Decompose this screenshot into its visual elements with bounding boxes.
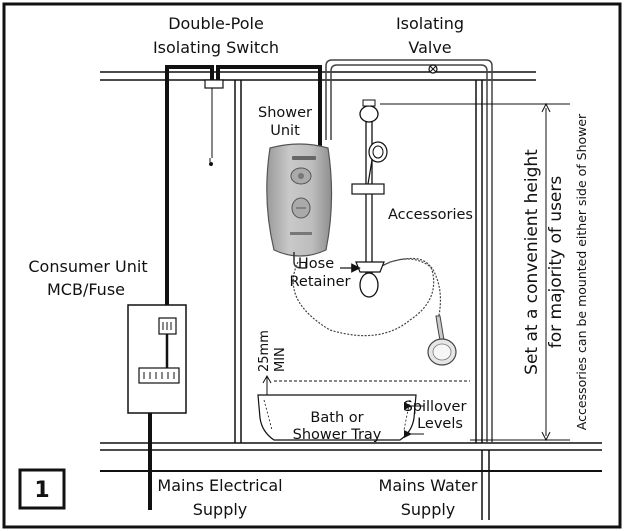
soap-dish [355, 261, 385, 273]
water-pipe [325, 59, 493, 520]
shower-hose [292, 257, 435, 337]
isolating-valve-icon [428, 64, 438, 74]
shower-label-line2: Unit [270, 123, 300, 139]
shower-hose-loop [377, 258, 442, 321]
height-dimension [380, 102, 570, 442]
valve-label-line2: Valve [408, 38, 451, 57]
electrical-label-line2: Supply [193, 500, 248, 519]
shower-unit [266, 143, 333, 269]
riser-rail [359, 99, 379, 298]
consumer-label-line2: MCB/Fuse [47, 280, 125, 299]
spillover-label-line2: Levels [417, 416, 463, 432]
switch-label-line2: Isolating Switch [153, 38, 279, 57]
gap-min-label: MIN [273, 347, 288, 372]
hose-label-line2: Retainer [289, 274, 350, 290]
wall-right [475, 80, 483, 443]
spillover-label-line1: Spillover [404, 399, 467, 415]
valve-label-line1: Isolating [396, 14, 464, 33]
height-label-line2: for majority of users [546, 176, 566, 349]
water-label-line1: Mains Water [379, 476, 478, 495]
shower-handset [427, 315, 457, 366]
rail-slider [351, 141, 388, 195]
isolating-switch-icon [204, 79, 224, 166]
bath-tray [257, 394, 424, 441]
accessories-label: Accessories [388, 207, 473, 223]
height-label-line1: Set at a convenient height [522, 149, 542, 375]
figure-number: 1 [34, 478, 49, 503]
min-gap-indicator [262, 374, 470, 395]
bath-label-line2: Shower Tray [293, 427, 382, 443]
consumer-unit [127, 304, 187, 414]
consumer-label-line1: Consumer Unit [28, 257, 147, 276]
shower-label-line1: Shower [258, 105, 312, 121]
bath-label-line1: Bath or [310, 410, 363, 426]
gap-value-label: 25mm [257, 330, 272, 372]
water-label-line2: Supply [401, 500, 456, 519]
switch-label-line1: Double-Pole [168, 14, 264, 33]
figure-number-box: 1 [18, 468, 66, 510]
floor [100, 442, 602, 451]
electrical-label-line1: Mains Electrical [157, 476, 282, 495]
wall-left [234, 80, 242, 443]
accessory-note: Accessories can be mounted either side o… [574, 113, 589, 430]
hose-label-line1: Hose [298, 256, 334, 272]
